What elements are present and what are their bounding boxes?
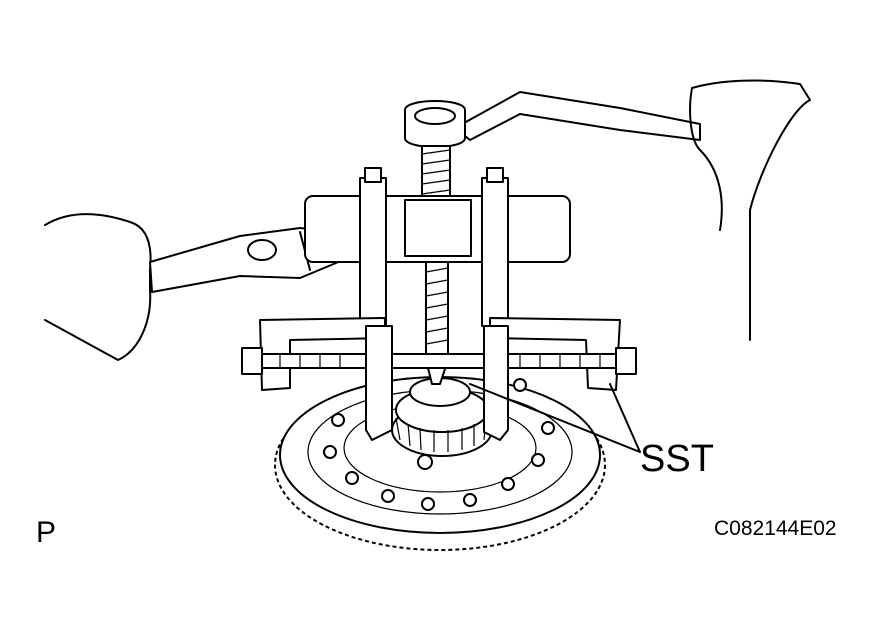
sst-callout-label: SST <box>640 438 714 480</box>
crossbar <box>304 195 571 263</box>
left-hand-wrench <box>44 213 349 361</box>
right-hand-handle <box>454 79 811 341</box>
sst-leader-lines <box>469 383 641 453</box>
view-code-label: P <box>36 516 57 549</box>
bearing <box>391 377 493 457</box>
bearing-puller-frame <box>241 317 637 441</box>
puller-legs <box>359 167 509 327</box>
figure-code-label: C082144E02 <box>714 517 837 540</box>
